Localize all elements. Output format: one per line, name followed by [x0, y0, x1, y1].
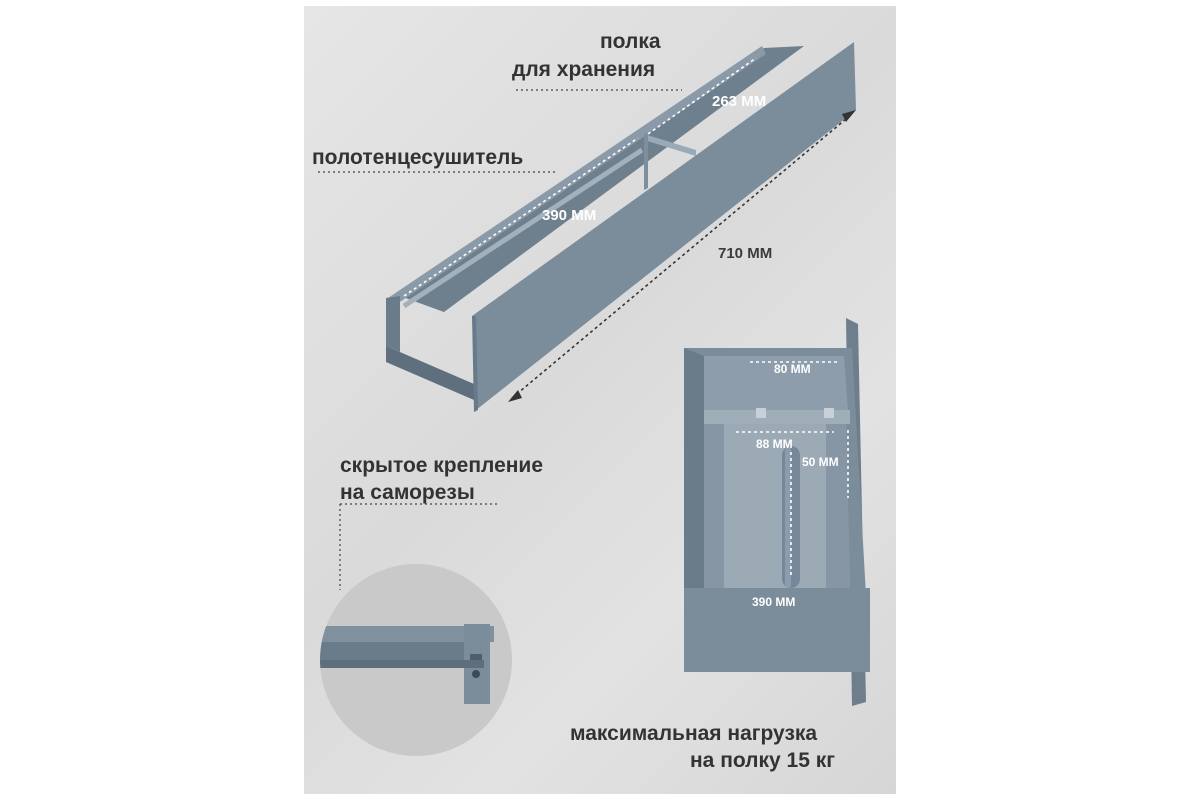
product-illustration [318, 42, 870, 756]
dim-shelf-length: 263 ММ [712, 93, 766, 110]
dim-inner-depth: 88 ММ [756, 437, 793, 451]
product-infographic: 263 ММ 390 ММ 710 ММ 80 ММ 88 ММ 50 ММ 3… [304, 6, 896, 794]
caption-leaders [318, 89, 682, 590]
dimension-line-total [508, 110, 856, 402]
caption-towel-dryer: полотенцесушитель [312, 146, 524, 169]
caption-hidden-mount-line2: на саморезы [340, 481, 475, 504]
caption-max-load-line2: на полку 15 кг [690, 749, 836, 772]
shelf-product-front [684, 318, 870, 706]
dim-total-length: 710 ММ [718, 245, 772, 262]
dimension-labels: 263 ММ 390 ММ 710 ММ 80 ММ 88 ММ 50 ММ 3… [542, 93, 839, 609]
shelf-product-top [386, 42, 856, 412]
dimension-lines-top [403, 57, 757, 297]
dim-depth-top: 80 ММ [774, 362, 811, 376]
dim-rail-length: 390 ММ [542, 207, 596, 224]
mount-detail-circle [320, 564, 512, 756]
caption-hidden-mount-line1: скрытое крепление [340, 454, 544, 477]
dimension-lines-front [736, 361, 849, 576]
caption-max-load-line1: максимальная нагрузка [570, 722, 818, 745]
dim-height: 50 ММ [802, 455, 839, 469]
dim-bottom-length: 390 ММ [752, 595, 795, 609]
caption-storage-shelf-line1: полка [600, 30, 661, 53]
caption-storage-shelf-line2: для хранения [512, 58, 656, 81]
